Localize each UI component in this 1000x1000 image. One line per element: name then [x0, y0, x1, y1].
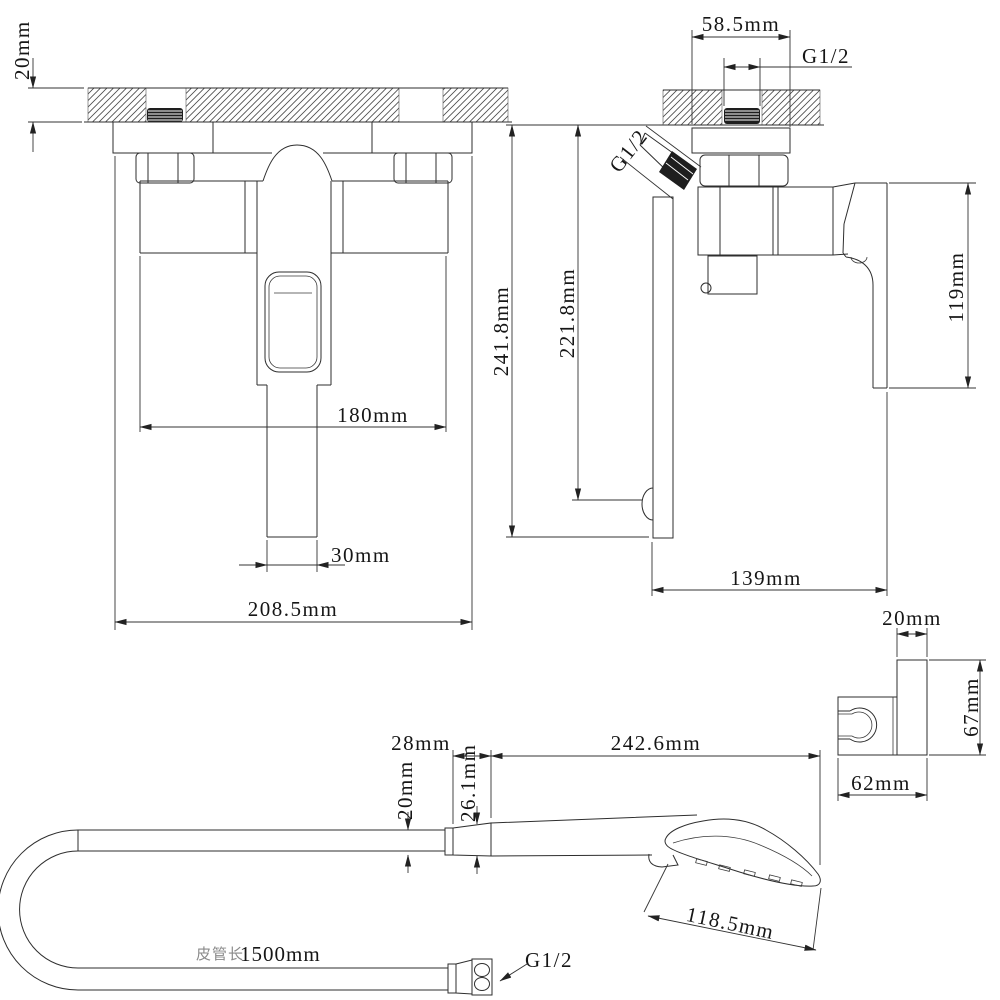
- dim-label-shower-body-length: 242.6mm: [611, 731, 701, 755]
- dim-label-front-spout-width: 30mm: [331, 543, 391, 567]
- dim-side-total-height: 241.8mm: [489, 124, 659, 538]
- bracket-wall-plate: [896, 659, 928, 756]
- side-hex-nut: [699, 154, 789, 187]
- dim-label-side-total-depth: 139mm: [730, 566, 802, 590]
- dim-shower-connector-diameter: 26.1mm: [456, 744, 481, 874]
- spout-plate-side: [641, 196, 674, 539]
- eccentric-thread-icon: [659, 151, 697, 190]
- dim-side-wall-thread: G1/2: [723, 44, 852, 106]
- dim-label-front-overall-width: 208.5mm: [248, 597, 338, 621]
- mixer-body-front: [139, 144, 449, 538]
- hose-upper-run: [77, 829, 445, 852]
- dim-bracket-plate-height: 67mm: [929, 659, 986, 756]
- right-escutcheon: [371, 121, 473, 154]
- dim-label-bracket-plate-height: 67mm: [959, 677, 983, 737]
- wall-pipe-thread-icon: [724, 108, 760, 124]
- outlet-knob: [641, 487, 654, 521]
- spray-nozzles: [695, 858, 803, 887]
- dim-label-hose-fitting-thread: G1/2: [525, 948, 573, 972]
- wall-pipe-thread-icon: [147, 108, 183, 122]
- wall-hatch: [662, 89, 723, 126]
- hose-length-value: 1500mm: [240, 942, 321, 966]
- dim-label-side-total-height: 241.8mm: [489, 286, 513, 376]
- hose-lower-run: [78, 967, 448, 991]
- dim-label-front-wall-thickness: 20mm: [10, 20, 34, 80]
- dim-label-shower-head-length: 118.5mm: [684, 902, 777, 944]
- wall-bracket-view: 20mm 67mm 62mm: [837, 606, 986, 801]
- dim-label-shower-connector-length: 28mm: [391, 731, 451, 755]
- dim-label-front-body-width: 180mm: [337, 403, 409, 427]
- spout-front: [266, 385, 318, 538]
- wall-hatch: [761, 89, 821, 126]
- handle-dome: [262, 144, 333, 182]
- dim-front-wall-thickness: 20mm: [10, 20, 84, 152]
- bracket-c-hook: [838, 707, 878, 743]
- dim-side-total-depth: 139mm: [651, 392, 888, 596]
- hand-shower-view: 28mm 242.6mm 20mm 26.1mm 118.5mm 皮管长: [0, 731, 822, 996]
- dim-front-overall-width: 208.5mm: [114, 156, 473, 630]
- handle-side: [842, 182, 888, 389]
- valve-body-side: [697, 182, 856, 256]
- dim-label-side-wall-thread: G1/2: [802, 44, 850, 68]
- hose-length-caption: 皮管长 1500mm: [196, 942, 321, 966]
- hose-length-caption-cn: 皮管长: [196, 946, 244, 963]
- dim-side-handle-height: 119mm: [889, 182, 976, 389]
- dim-label-shower-connector-diameter: 26.1mm: [456, 744, 480, 822]
- dim-label-bracket-depth: 62mm: [851, 771, 911, 795]
- side-view: 58.5mm G1/2 G1/2 241.8mm 221.8mm: [489, 12, 976, 596]
- shower-head-outline: [664, 818, 821, 887]
- dim-label-side-outlet-drop: 221.8mm: [555, 268, 579, 358]
- dim-label-bracket-plate-thickness: 20mm: [882, 606, 942, 630]
- hose-outlet-box: [700, 255, 758, 295]
- wall-hatch: [185, 87, 400, 123]
- dim-front-spout-width: 30mm: [239, 540, 391, 572]
- right-hex-nut: [393, 152, 453, 184]
- handle-trim-inner: [268, 275, 318, 369]
- dim-hose-fitting-thread: G1/2: [499, 948, 573, 982]
- front-view: 20mm 180mm 30mm 208.5mm: [10, 20, 512, 630]
- dim-bracket-plate-thickness: 20mm: [882, 606, 942, 657]
- dim-side-flange-width: 58.5mm: [691, 12, 791, 127]
- dim-bracket-depth: 62mm: [837, 758, 928, 801]
- dim-shower-head-length: 118.5mm: [643, 863, 822, 951]
- dim-shower-body-length: 242.6mm: [490, 731, 821, 865]
- wall-hatch: [87, 87, 147, 123]
- bracket-body: [837, 696, 898, 756]
- dim-label-side-flange-width: 58.5mm: [702, 12, 780, 36]
- side-escutcheon: [691, 127, 791, 154]
- left-hex-nut: [135, 152, 195, 184]
- wall-hatch: [442, 87, 509, 123]
- dim-hose-end-diameter: 20mm: [393, 760, 417, 873]
- eccentric-connector: [639, 132, 697, 190]
- dim-side-outlet-drop: 221.8mm: [555, 124, 642, 501]
- handle-trim-outer: [264, 271, 322, 373]
- shower-face-seam: [672, 835, 813, 877]
- hose-end-fitting: [447, 958, 493, 996]
- hose-u-bend: [0, 829, 79, 991]
- shower-head: [490, 814, 821, 887]
- shower-connector: [444, 822, 492, 857]
- dim-label-hose-end-diameter: 20mm: [393, 760, 417, 820]
- shower-hook-tab: [648, 853, 679, 868]
- dim-shower-connector-length: 28mm: [391, 731, 492, 824]
- dim-label-side-handle-height: 119mm: [944, 252, 968, 323]
- left-escutcheon: [112, 121, 214, 154]
- dim-front-body-width: 180mm: [139, 256, 447, 432]
